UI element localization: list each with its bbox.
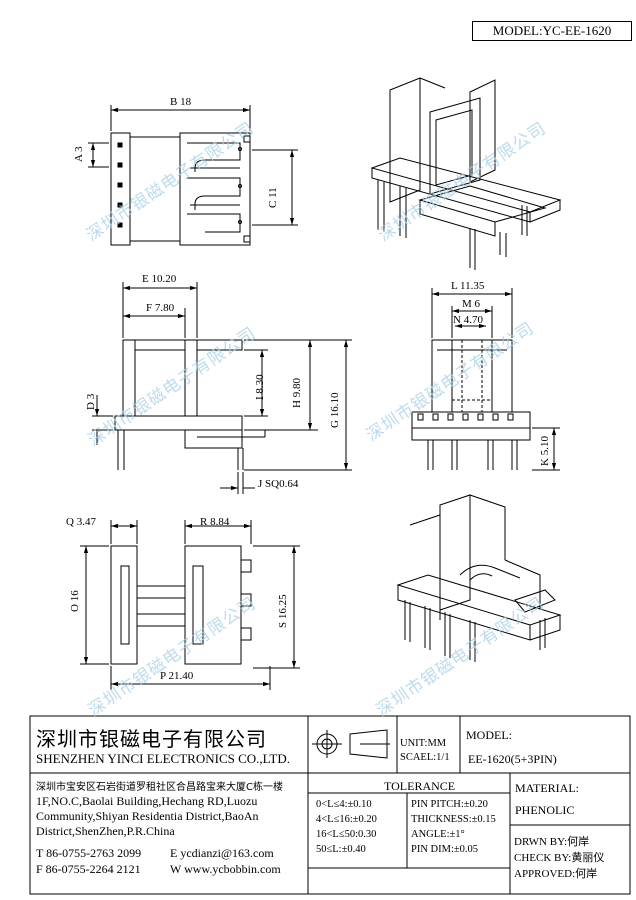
- tolerance-title: TOLERANCE: [384, 779, 456, 793]
- tolerance-right-2: THICKNESS:±0.15: [411, 814, 496, 825]
- tolerance-left-4: 50≤L:±0.40: [316, 844, 366, 855]
- address-en-line-2: Community,Shiyan Residentia District,Bao…: [36, 809, 259, 823]
- company-name-en: SHENZHEN YINCI ELECTRONICS CO.,LTD.: [36, 751, 290, 766]
- model-label: MODEL:: [466, 728, 512, 742]
- dim-j: J SQ0.64: [258, 478, 299, 490]
- dim-q: Q 3.47: [66, 516, 96, 528]
- dim-p: P 21.40: [160, 670, 194, 682]
- dim-m: M 6: [462, 298, 481, 310]
- dim-k: K 5.10: [539, 436, 551, 466]
- address-cn: 深圳市宝安区石岩街道罗租社区合昌路宝来大厦C栋一楼: [36, 782, 283, 793]
- drawn-by: DRWN BY:何岸: [514, 836, 590, 848]
- dim-h: H 9.80: [291, 378, 303, 408]
- model-header: MODEL:YC-EE-1620: [472, 21, 632, 41]
- tolerance-right-3: ANGLE:±1°: [411, 829, 465, 840]
- company-name-cn: 深圳市银磁电子有限公司: [36, 727, 267, 751]
- phone: T 86-0755-2763 2099: [36, 846, 142, 860]
- iso-view-bottom: [396, 494, 562, 662]
- checked-by: CHECK BY:黄丽仪: [514, 852, 605, 864]
- title-block-frame: [29, 715, 631, 895]
- dim-g: G 16.10: [329, 392, 341, 428]
- tolerance-right-1: PIN PITCH:±0.20: [411, 799, 488, 810]
- website: W www.ycbobbin.com: [170, 862, 281, 876]
- dim-a: A 3: [73, 146, 85, 162]
- approved-by: APPROVED:何岸: [514, 868, 598, 880]
- address-en-line-3: District,ShenZhen,P.R.China: [36, 824, 175, 838]
- dim-f: F 7.80: [146, 302, 175, 314]
- dim-d: D 3: [85, 393, 97, 410]
- email: E ycdianzi@163.com: [170, 846, 274, 860]
- model-value: EE-1620(5+3PIN): [468, 752, 557, 766]
- dim-n: N 4.70: [453, 314, 483, 326]
- iso-view-top: [370, 77, 562, 270]
- side-view: [411, 288, 560, 471]
- bottom-view: [80, 520, 300, 690]
- top-view: [88, 105, 298, 246]
- unit-label: UNIT:MM: [400, 738, 447, 749]
- material-label: MATERIAL:: [515, 781, 579, 795]
- tolerance-left-1: 0<L≤4:±0.10: [316, 799, 372, 810]
- address-en-line-1: 1F,NO.C,Baolai Building,Hechang RD,Luozu: [36, 794, 258, 808]
- dim-o: O 16: [69, 590, 81, 612]
- dim-l: L 11.35: [451, 280, 485, 292]
- scale-label: SCAEL:1/1: [400, 752, 450, 763]
- dim-s: S 16.25: [277, 594, 289, 628]
- dim-e: E 10.20: [142, 273, 177, 285]
- dim-b: B 18: [170, 96, 192, 108]
- fax: F 86-0755-2264 2121: [36, 862, 141, 876]
- dim-r: R 8.84: [200, 516, 230, 528]
- material-value: PHENOLIC: [515, 803, 575, 817]
- tolerance-left-2: 4<L≤16:±0.20: [316, 814, 377, 825]
- tolerance-left-3: 16<L≤50:0.30: [316, 829, 377, 840]
- dim-c: C 11: [267, 187, 279, 208]
- dim-i: I 8.30: [254, 374, 266, 400]
- tolerance-right-4: PIN DIM:±0.05: [411, 844, 479, 855]
- front-view: [92, 282, 352, 494]
